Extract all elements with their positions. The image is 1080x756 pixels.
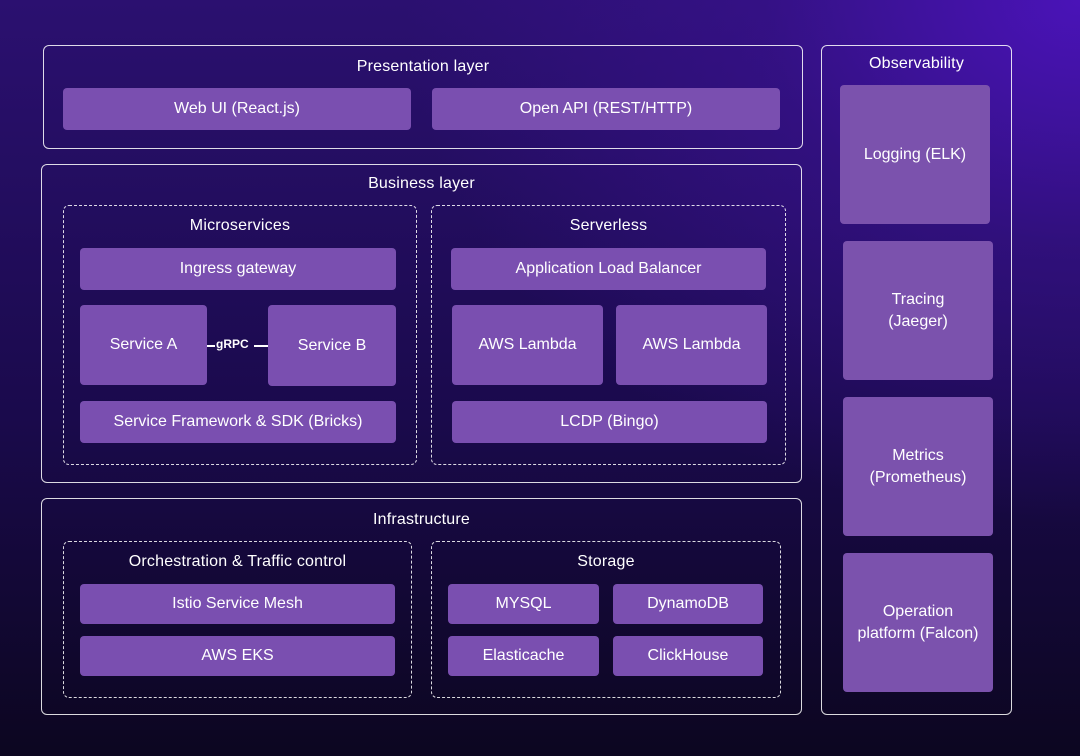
service-b-box: Service B xyxy=(268,305,396,386)
elasticache-box: Elasticache xyxy=(448,636,599,676)
storage-title: Storage xyxy=(577,553,635,570)
infrastructure-title: Infrastructure xyxy=(372,511,471,528)
service-framework-box: Service Framework & SDK (Bricks) xyxy=(80,401,396,443)
dynamodb-box: DynamoDB xyxy=(613,584,763,624)
infrastructure-layer: Infrastructure Orchestration & Traffic c… xyxy=(41,498,802,715)
metrics-box: Metrics (Prometheus) xyxy=(843,397,993,536)
orchestration-title: Orchestration & Traffic control xyxy=(128,553,347,570)
logging-box: Logging (ELK) xyxy=(840,85,990,224)
orchestration-group: Orchestration & Traffic control Istio Se… xyxy=(63,541,412,698)
ingress-gateway-box: Ingress gateway xyxy=(80,248,396,290)
operation-platform-box: Operation platform (Falcon) xyxy=(843,553,993,692)
aws-eks-box: AWS EKS xyxy=(80,636,395,676)
aws-lambda-box-1: AWS Lambda xyxy=(452,305,603,385)
grpc-connector-line-right xyxy=(254,345,268,347)
lcdp-box: LCDP (Bingo) xyxy=(452,401,767,443)
clickhouse-box: ClickHouse xyxy=(613,636,763,676)
serverless-title: Serverless xyxy=(569,217,648,234)
service-a-box: Service A xyxy=(80,305,207,385)
aws-lambda-box-2: AWS Lambda xyxy=(616,305,767,385)
grpc-label: gRPC xyxy=(216,337,249,351)
tracing-box: Tracing (Jaeger) xyxy=(843,241,993,380)
grpc-connector-line-left xyxy=(207,345,215,347)
presentation-layer: Presentation layer Web UI (React.js) Ope… xyxy=(43,45,803,149)
observability-panel: Observability Logging (ELK) Tracing (Jae… xyxy=(821,45,1012,715)
serverless-group: Serverless Application Load Balancer AWS… xyxy=(431,205,786,465)
business-layer: Business layer Microservices Ingress gat… xyxy=(41,164,802,483)
istio-box: Istio Service Mesh xyxy=(80,584,395,624)
alb-box: Application Load Balancer xyxy=(451,248,766,290)
web-ui-box: Web UI (React.js) xyxy=(63,88,411,130)
storage-group: Storage MYSQL DynamoDB Elasticache Click… xyxy=(431,541,781,698)
business-layer-title: Business layer xyxy=(368,175,475,192)
observability-title: Observability xyxy=(868,55,965,72)
microservices-group: Microservices Ingress gateway Service A … xyxy=(63,205,417,465)
presentation-layer-title: Presentation layer xyxy=(356,58,490,75)
open-api-box: Open API (REST/HTTP) xyxy=(432,88,780,130)
mysql-box: MYSQL xyxy=(448,584,599,624)
microservices-title: Microservices xyxy=(189,217,291,234)
